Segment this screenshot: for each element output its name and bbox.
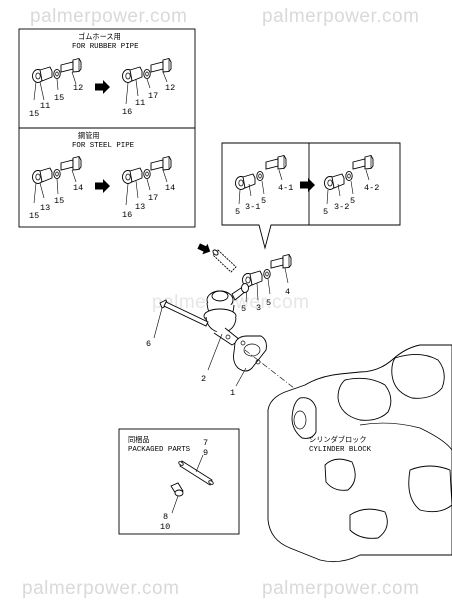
packaged-cap-part	[170, 482, 184, 497]
steel-left-label-14: 14	[73, 183, 83, 193]
cylinder-block-label-jp: シリンダブロック	[309, 435, 367, 444]
gasket-part	[233, 335, 267, 372]
main-label-4: 4	[285, 287, 290, 297]
packaged-title-jp: 同梱品	[128, 435, 150, 444]
variant-right-label-5a: 5	[350, 196, 355, 206]
packaged-label-8: 8	[163, 512, 168, 522]
fuel-pump-body	[203, 283, 249, 346]
rubber-hose-part	[212, 249, 237, 273]
steel-left-label-13: 13	[40, 203, 50, 213]
packaged-pin-part	[178, 460, 214, 486]
packaged-label-9: 9	[203, 448, 208, 458]
main-label-2: 2	[201, 374, 206, 384]
variant-left-label-3-1: 3-1	[245, 202, 260, 212]
main-label-5b: 5	[241, 304, 246, 314]
steel-right-label-14: 14	[165, 183, 175, 193]
packaged-parts-box: 同梱品 PACKAGED PARTS 7 9 8 10	[118, 428, 240, 535]
steel-pipe-title-jp: 鋼管用	[78, 131, 100, 140]
variant-callout-box: 4-1 5 3-1 5 4-2 5 3-2 5	[221, 142, 401, 250]
variant-left-label-5b: 5	[235, 207, 240, 217]
rubber-pipe-section: ゴムホース用 FOR RUBBER PIPE 12 11 15 15 12	[29, 32, 175, 119]
packaged-title-en: PACKAGED PARTS	[128, 446, 191, 454]
rubber-left-label-12: 12	[73, 83, 83, 93]
rubber-right-label-17: 17	[148, 91, 158, 101]
variant-replace-arrow	[300, 178, 315, 192]
watermark-top-right: palmerpower.com	[262, 6, 419, 27]
packaged-label-10: 10	[160, 522, 170, 532]
steel-pipe-section: 鋼管用 FOR STEEL PIPE 14 13 15 15 14 17	[29, 131, 175, 221]
hose-direction-arrow	[196, 240, 213, 257]
main-label-6: 6	[146, 339, 151, 349]
pipe-options-box: ゴムホース用 FOR RUBBER PIPE 12 11 15 15 12	[18, 28, 196, 228]
steel-right-label-16: 16	[122, 210, 132, 220]
main-label-5a: 5	[266, 298, 271, 308]
rubber-left-label-11: 11	[40, 101, 50, 111]
rubber-left-label-15a: 15	[54, 93, 64, 103]
rubber-left-label-15b: 15	[29, 109, 39, 119]
main-label-1: 1	[230, 388, 235, 398]
main-label-3: 3	[256, 303, 261, 313]
variant-right-label-3-2: 3-2	[334, 202, 349, 212]
watermark-bottom-right: palmerpower.com	[262, 578, 419, 599]
steel-right-label-17: 17	[148, 193, 158, 203]
rubber-right-label-12: 12	[165, 83, 175, 93]
rubber-right-label-16: 16	[122, 107, 132, 117]
steel-left-label-15a: 15	[54, 196, 64, 206]
rubber-right-label-11: 11	[135, 98, 145, 108]
main-assembly: 4 3 5 5 6	[146, 240, 313, 403]
watermark-bottom-left: palmerpower.com	[22, 578, 179, 599]
variant-left-label-5a: 5	[261, 196, 266, 206]
variant-left-label-4-1: 4-1	[278, 183, 293, 193]
steel-right-label-13: 13	[135, 202, 145, 212]
variant-right-label-4-2: 4-2	[364, 183, 379, 193]
rubber-pipe-title-en: FOR RUBBER PIPE	[72, 43, 139, 51]
rubber-replace-arrow	[95, 80, 110, 94]
rubber-pipe-title-jp: ゴムホース用	[78, 32, 121, 41]
cylinder-block: シリンダブロック CYLINDER BLOCK	[267, 344, 452, 563]
packaged-label-7: 7	[203, 438, 208, 448]
steel-left-label-15b: 15	[29, 211, 39, 221]
cylinder-block-label-en: CYLINDER BLOCK	[309, 446, 372, 454]
steel-pipe-title-en: FOR STEEL PIPE	[72, 142, 135, 150]
steel-replace-arrow	[95, 179, 110, 193]
watermark-top-left: palmerpower.com	[30, 6, 187, 27]
long-bolt-part: 6	[146, 299, 209, 349]
variant-right-label-5b: 5	[323, 207, 328, 217]
